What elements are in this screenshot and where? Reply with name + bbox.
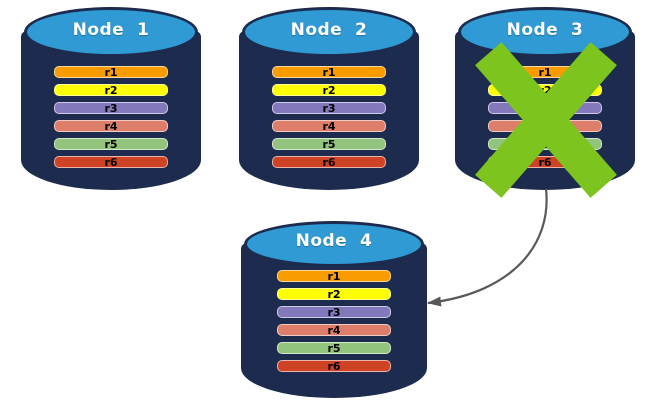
failure-x-icon [475,42,617,198]
replica-row-r5: r5 [272,138,386,151]
replica-row-r6: r6 [277,360,391,373]
replica-rows: r1 r2 r3 r4 r5 r6 [272,66,386,174]
replica-row-r6: r6 [54,156,168,169]
db-node-2: Node 2 r1 r2 r3 r4 r5 r6 [239,5,419,190]
replica-row-r5: r5 [277,342,391,355]
replica-row-r2: r2 [272,84,386,97]
replica-row-r3: r3 [272,102,386,115]
replica-rows: r1 r2 r3 r4 r5 r6 [277,270,391,378]
arrow-curve [427,188,548,307]
replica-row-r4: r4 [272,120,386,133]
cylinder-top [458,7,632,57]
replica-row-r3: r3 [54,102,168,115]
replica-row-r2: r2 [54,84,168,97]
node-1-label: Node 1 [72,20,150,40]
replica-row-r6: r6 [272,156,386,169]
replica-row-r1: r1 [54,66,168,79]
node-3-label: Node 3 [506,20,584,40]
db-node-4: Node 4 r1 r2 r3 r4 r5 r6 [241,219,427,398]
db-node-1: Node 1 r1 r2 r3 r4 r5 r6 [21,5,201,190]
cylinder-top [242,7,416,57]
node-2-label: Node 2 [290,20,368,40]
cylinder-top [24,7,198,57]
replica-row-r4: r4 [277,324,391,337]
replica-row-r1: r1 [277,270,391,283]
replica-row-r2: r2 [277,288,391,301]
replica-row-r5: r5 [54,138,168,151]
replica-row-r3: r3 [277,306,391,319]
replica-row-r4: r4 [54,120,168,133]
replica-row-r1: r1 [272,66,386,79]
db-node-3: Node 3 r1 r2 r3 r4 r5 r6 [455,5,635,198]
cylinder-body [241,243,427,398]
replica-rows: r1 r2 r3 r4 r5 r6 [54,66,168,174]
cylinder-top [244,221,424,267]
node-4-label: Node 4 [295,231,373,251]
